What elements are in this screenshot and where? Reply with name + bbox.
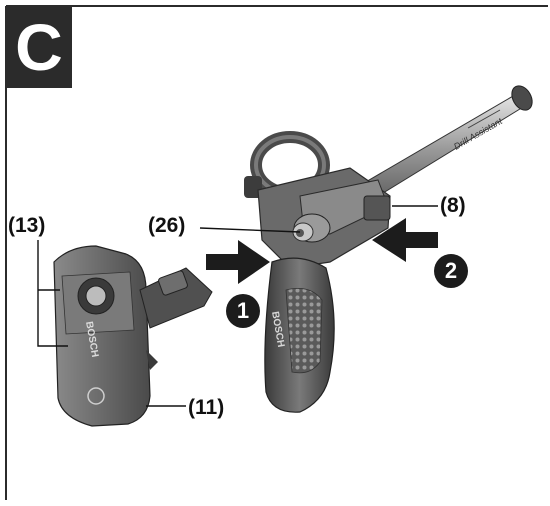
part-13-bracket — [37, 240, 68, 347]
handle-grip — [264, 257, 335, 413]
leader-line-26 — [199, 227, 301, 233]
label-part-11: (11) — [188, 396, 225, 419]
arrow-step-2 — [372, 218, 438, 262]
collector-latch — [139, 267, 213, 370]
arrow-step-1 — [206, 240, 270, 284]
panel-letter-box — [6, 6, 72, 88]
panel-letter: C — [15, 10, 63, 84]
label-part-8: (8) — [440, 194, 466, 217]
locking-knob — [292, 213, 331, 243]
step-badge-2: 2 — [434, 254, 468, 288]
label-part-26: (26) — [148, 214, 186, 237]
step-badge-1: 1 — [226, 294, 260, 328]
dust-collector — [53, 245, 151, 427]
label-part-13: (13) — [8, 214, 46, 237]
